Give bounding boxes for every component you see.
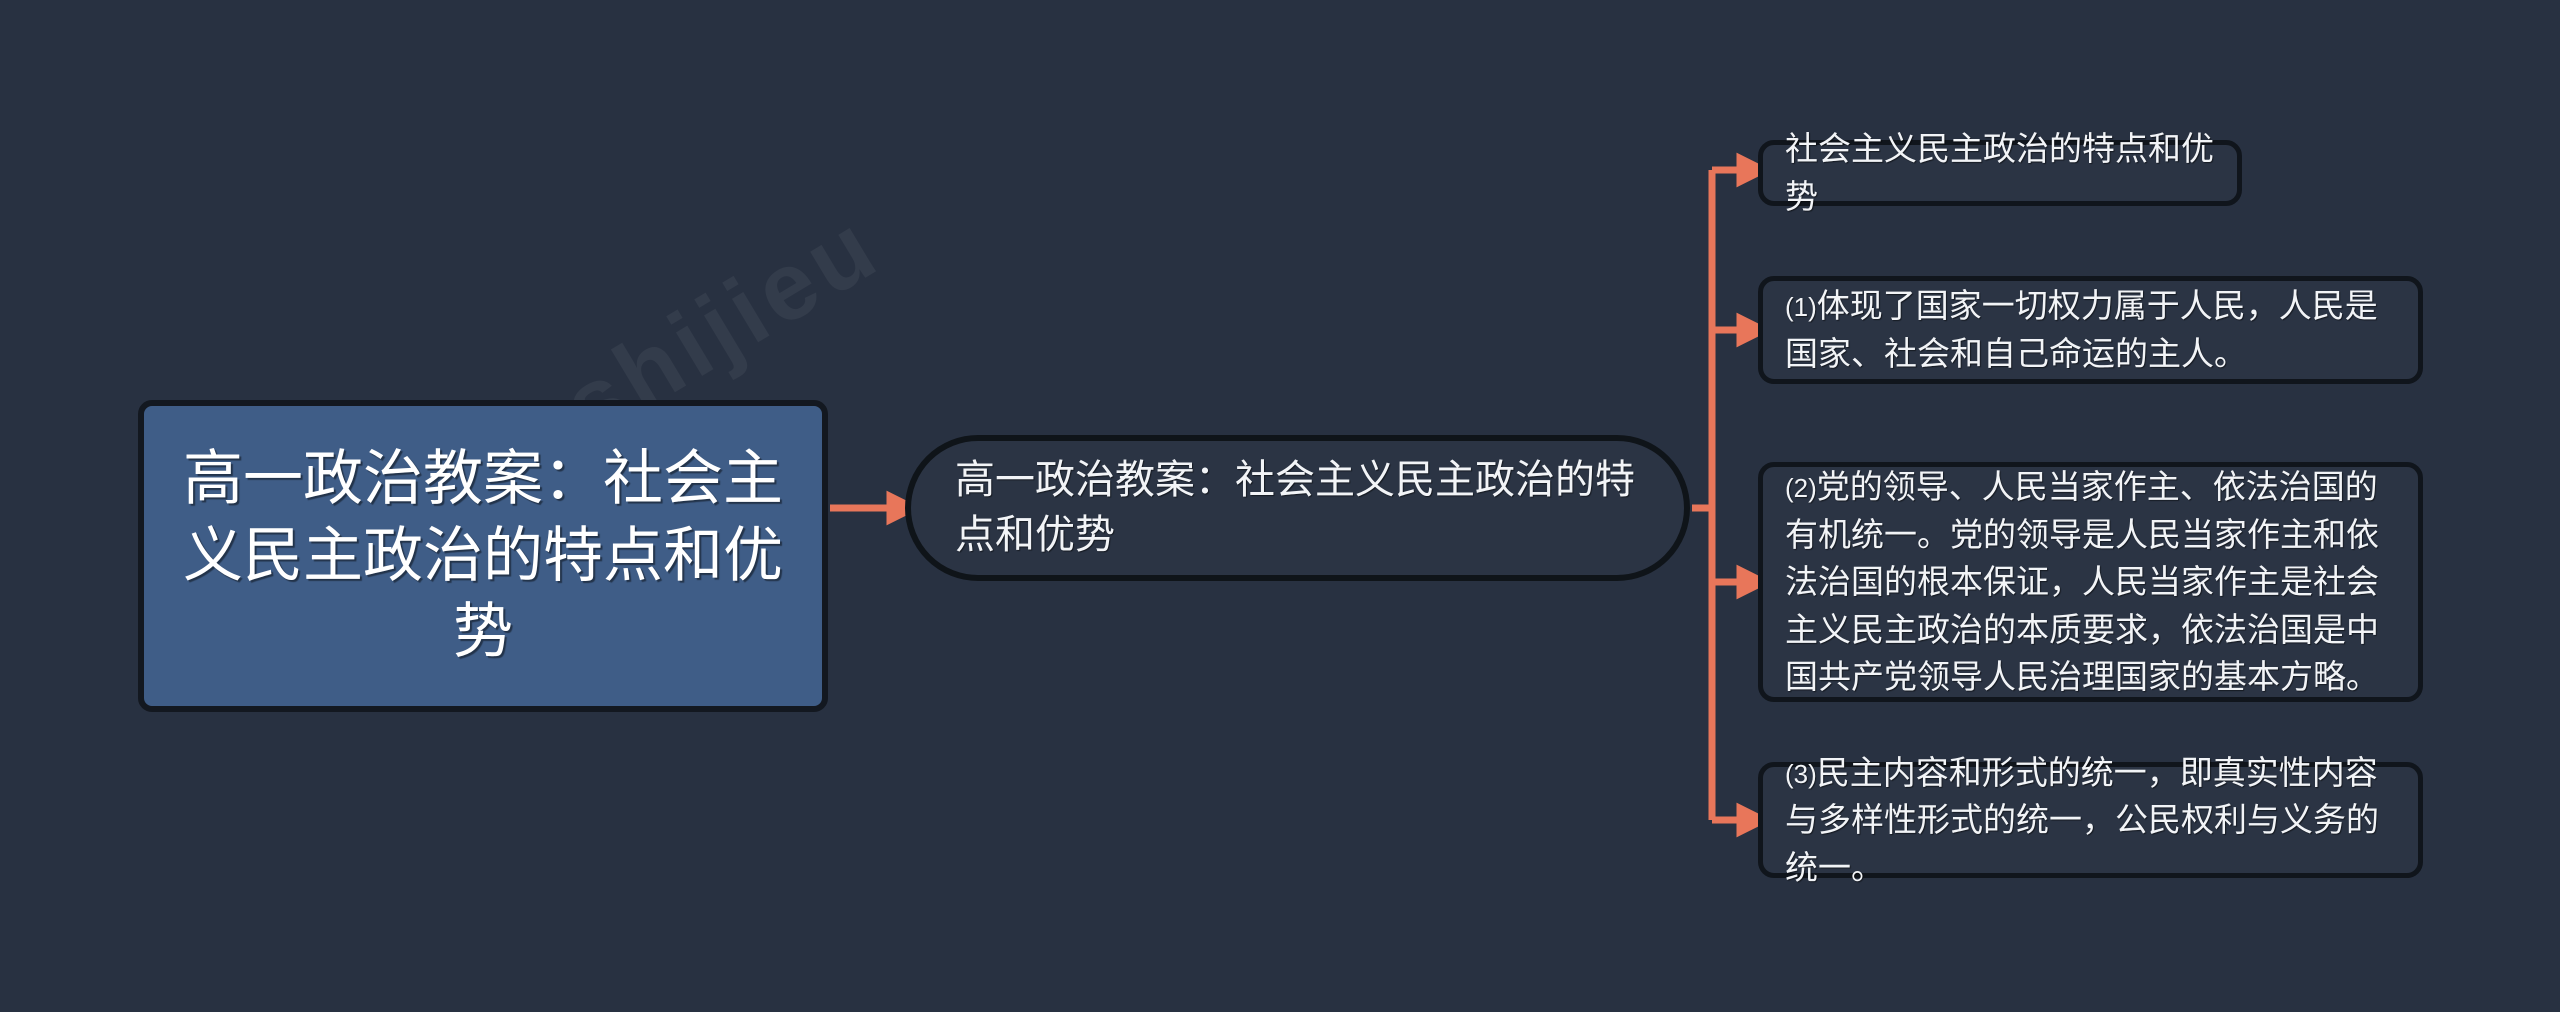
branch-node-3-index: (2): [1785, 473, 1817, 504]
topic-node-label: 高一政治教案：社会主义民主政治的特点和优势: [955, 457, 1635, 557]
branch-node-2[interactable]: (1)体现了国家一切权力属于人民，人民是国家、社会和自己命运的主人。: [1758, 276, 2423, 384]
branch-node-1[interactable]: 社会主义民主政治的特点和优势: [1758, 130, 2242, 215]
branch-node-2-label: 体现了国家一切权力属于人民，人民是国家、社会和自己命运的主人。: [1785, 287, 2378, 372]
branch-node-4[interactable]: (3)民主内容和形式的统一，即真实性内容与多样性形式的统一，公民权利与义务的统一…: [1758, 754, 2423, 886]
branch-node-4-index: (3): [1785, 758, 1817, 789]
branch-node-1-label: 社会主义民主政治的特点和优势: [1785, 130, 2214, 215]
branch-node-4-label: 民主内容和形式的统一，即真实性内容与多样性形式的统一，公民权利与义务的统一。: [1785, 753, 2379, 886]
branch-node-3[interactable]: (2)党的领导、人民当家作主、依法治国的有机统一。党的领导是人民当家作主和依法治…: [1758, 462, 2423, 702]
root-node-label: 高一政治教案：社会主义民主政治的特点和优势: [183, 444, 783, 666]
branch-node-2-index: (1): [1785, 292, 1817, 323]
branch-node-1-text: 社会主义民主政治的特点和优势: [1763, 125, 2237, 220]
branch-node-2-text: (1)体现了国家一切权力属于人民，人民是国家、社会和自己命运的主人。: [1763, 282, 2418, 377]
topic-node[interactable]: 高一政治教案：社会主义民主政治的特点和优势: [905, 435, 1690, 581]
root-node[interactable]: 高一政治教案：社会主义民主政治的特点和优势: [138, 400, 828, 712]
branch-node-3-label: 党的领导、人民当家作主、依法治国的有机统一。党的领导是人民当家作主和依法治国的根…: [1785, 468, 2379, 696]
branch-node-4-text: (3)民主内容和形式的统一，即真实性内容与多样性形式的统一，公民权利与义务的统一…: [1763, 749, 2418, 892]
branch-node-3-text: (2)党的领导、人民当家作主、依法治国的有机统一。党的领导是人民当家作主和依法治…: [1763, 463, 2418, 701]
